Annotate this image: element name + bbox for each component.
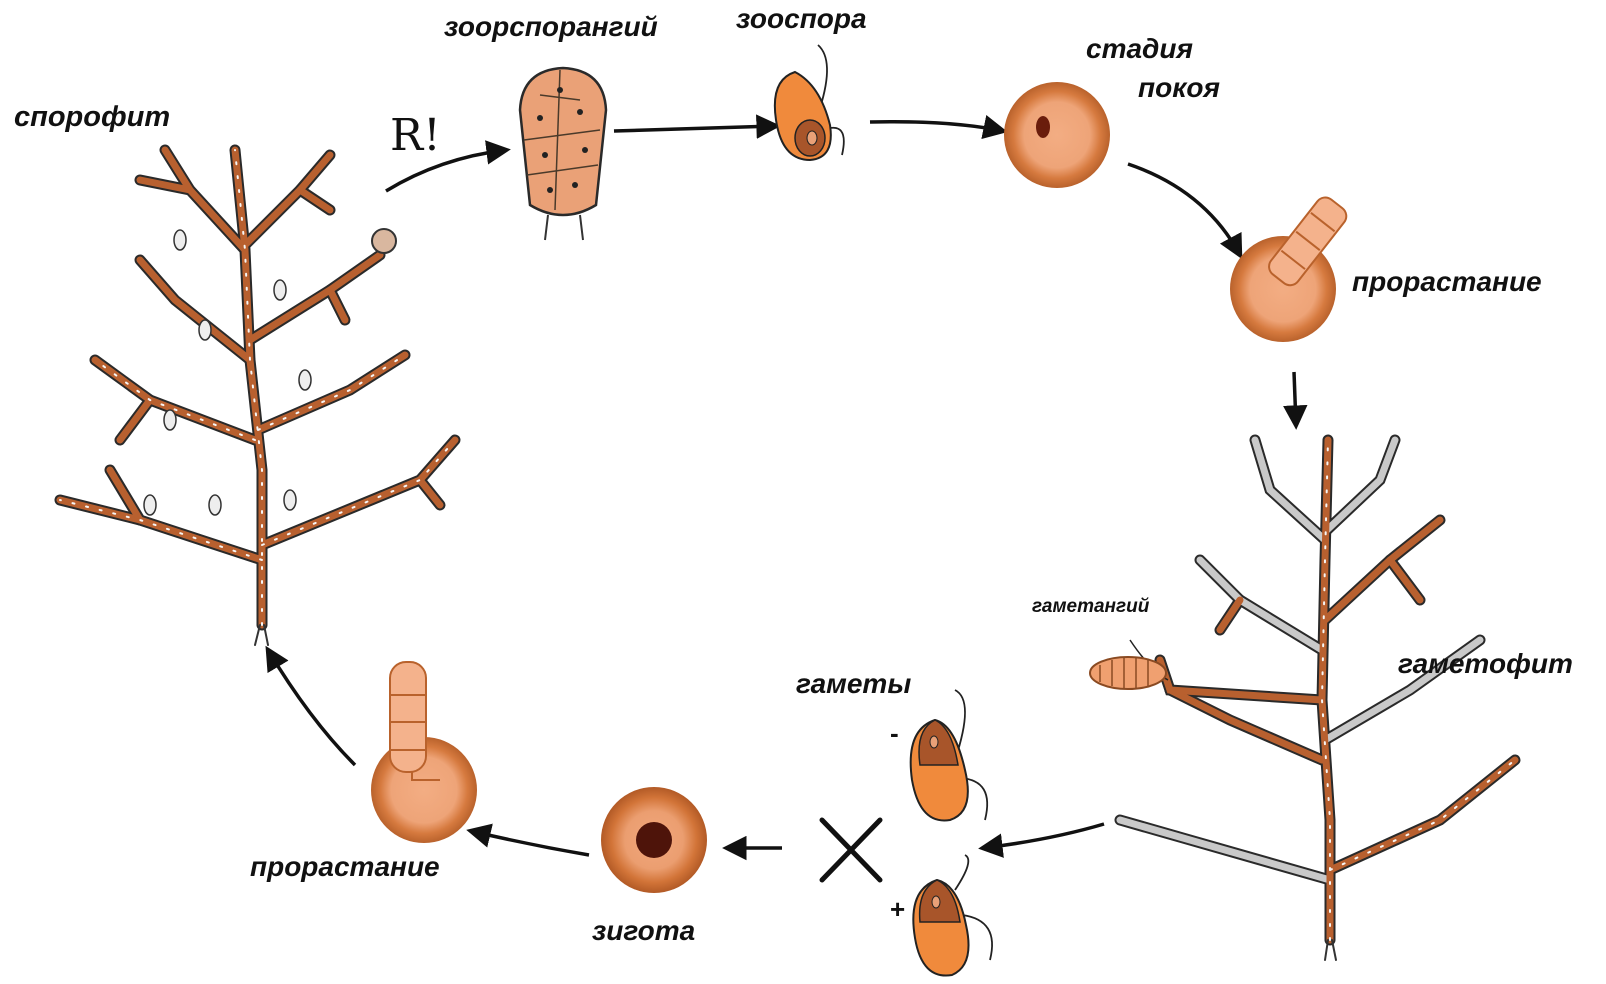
- label-rest-stage-line2: покоя: [1138, 72, 1220, 103]
- zygote-icon: [601, 787, 707, 893]
- arrow-germination-to-gametophyte: [1294, 372, 1296, 425]
- reduction-division-symbol: R!: [390, 110, 441, 161]
- gamete-minus-sign: -: [890, 718, 899, 748]
- label-zygote: зигота: [592, 915, 695, 946]
- arrow-gametophyte-to-gametes: [983, 824, 1104, 848]
- label-gametes: гаметы: [796, 668, 911, 699]
- label-gametangium: гаметангий: [1032, 596, 1150, 617]
- label-rest-stage-line1: стадия: [1086, 33, 1193, 64]
- germination-top-icon: [1230, 193, 1350, 342]
- label-zoospore: зооспора: [736, 3, 867, 34]
- arrow-zoosporangium-to-zoospore: [614, 126, 776, 131]
- germination-bottom-icon: [371, 662, 477, 843]
- arrow-zygote-to-germination: [471, 831, 589, 855]
- sporophyte-plant: [60, 150, 455, 645]
- zoospore-icon: [775, 45, 844, 160]
- label-gametophyte: гаметофит: [1398, 648, 1573, 679]
- gamete-minus-icon: [911, 690, 988, 821]
- sporophyte-sporangium-icon: [372, 229, 396, 253]
- gamete-plus-icon: [913, 855, 992, 976]
- rest-stage-cell-icon: [1004, 82, 1110, 188]
- label-zoosporangium: зоорспорангий: [444, 11, 658, 42]
- arrow-germination-to-sporophyte: [268, 650, 355, 765]
- arrow-zoospore-to-rest: [870, 122, 1003, 131]
- gametangium-icon: [1090, 640, 1168, 689]
- zoosporangium-icon: [520, 68, 606, 240]
- fertilization-cross-icon: [822, 820, 880, 880]
- label-germination-bottom: прорастание: [250, 851, 440, 882]
- arrow-rest-to-germination: [1128, 164, 1240, 255]
- gamete-plus-sign: +: [890, 894, 905, 924]
- label-germination-top: прорастание: [1352, 266, 1542, 297]
- label-sporophyte: спорофит: [14, 101, 170, 133]
- gametophyte-plant: [1120, 440, 1515, 960]
